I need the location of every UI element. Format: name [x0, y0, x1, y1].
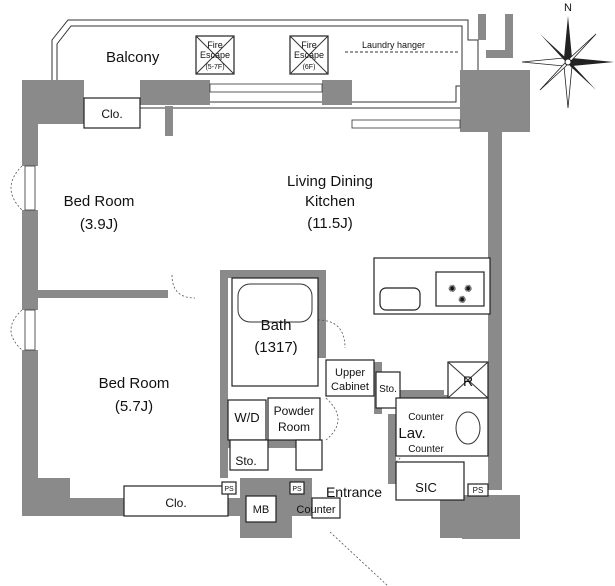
laundry-label: Laundry hanger: [362, 40, 425, 50]
sic-box: [395, 461, 465, 501]
bedroom1-size: (3.9J): [80, 216, 118, 233]
closet-bottom-label: Clo.: [165, 496, 186, 510]
ldk-name-2: Kitchen: [305, 193, 355, 210]
closet-top: [83, 97, 141, 129]
bath-name: Bath: [261, 317, 292, 334]
ps-boxes: [221, 481, 489, 497]
storage-mid-label: Sto.: [235, 454, 256, 468]
powder-room-box: [267, 397, 321, 441]
washer-dryer-box: [227, 399, 267, 441]
upper-cabinet-line2: Cabinet: [331, 381, 369, 393]
washer-dryer-label: W/D: [234, 410, 259, 425]
bedroom1-name: Bed Room: [64, 193, 135, 210]
svg-text:✺: ✺: [448, 284, 456, 295]
storage-mid-box: [229, 439, 269, 471]
fire-escape-hatches: [195, 35, 329, 75]
fire-escape-2-sub: (6F): [303, 64, 316, 71]
closet-top-label: Clo.: [101, 107, 122, 121]
bathtub: [231, 277, 319, 387]
bedroom2-name: Bed Room: [99, 375, 170, 392]
walls: [22, 70, 530, 539]
lavatory-label: Lav.: [398, 425, 425, 442]
lavatory-box: [395, 397, 489, 457]
bath-size: (1317): [254, 339, 297, 356]
ldk-name-1: Living Dining: [287, 173, 373, 190]
storage-small-label: Sto.: [379, 384, 397, 395]
counter-lower-label: Counter: [408, 444, 444, 455]
fire-escape-1-sub: (5-7F): [205, 64, 224, 71]
compass-rose: [521, 16, 614, 109]
svg-text:✺: ✺: [458, 295, 466, 306]
sink-box: [295, 439, 323, 471]
svg-text:✺: ✺: [464, 284, 472, 295]
mb-box: [245, 495, 277, 523]
entrance-label: Entrance: [326, 484, 382, 500]
powder-room-line2: Room: [278, 420, 310, 434]
mb-label: MB: [253, 504, 270, 516]
counter-entrance-box: [311, 497, 341, 519]
counter-upper-label: Counter: [408, 412, 444, 423]
bedroom2-size: (5.7J): [115, 398, 153, 415]
fridge-label: R: [463, 373, 473, 389]
sic-label: SIC: [415, 480, 437, 495]
ldk-size: (11.5J): [307, 215, 353, 232]
kitchen-counter: ✺ ✺ ✺: [373, 257, 491, 315]
ps-label-3: PS: [473, 486, 484, 495]
upper-cabinet-line1: Upper: [335, 367, 365, 379]
ps-label-1: PS: [224, 486, 234, 493]
compass-north-label: N: [564, 2, 572, 14]
balcony-label: Balcony: [106, 49, 160, 66]
powder-room-line1: Powder: [274, 404, 315, 418]
upper-cabinet-box: [325, 359, 375, 397]
closet-bottom: [123, 485, 229, 517]
windows: [24, 83, 461, 351]
counter-entrance-label: Counter: [296, 504, 335, 516]
ps-label-2: PS: [292, 486, 302, 493]
door-swings: [10, 165, 409, 586]
